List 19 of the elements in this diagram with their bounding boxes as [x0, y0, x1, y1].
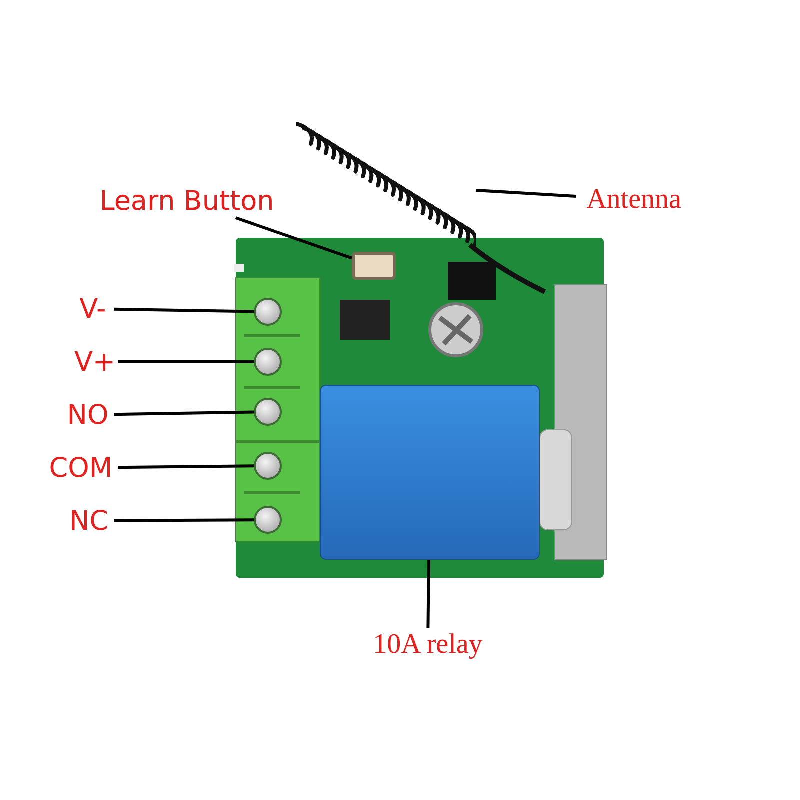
part-label: NC	[64, 505, 114, 537]
leader-line	[118, 464, 254, 470]
leader-line	[426, 560, 430, 628]
push-button	[352, 252, 396, 280]
relay	[320, 385, 540, 560]
coil-antenna-drawing	[296, 120, 476, 250]
leader-line	[114, 308, 254, 314]
part-label: V-	[72, 293, 114, 325]
leader-line	[114, 410, 254, 416]
part-label: 10A relay	[362, 628, 494, 662]
leader-line	[114, 518, 254, 522]
leader-line	[118, 360, 254, 364]
part-label: V+	[72, 346, 118, 378]
part-label: NO	[62, 399, 114, 431]
part-label: COM	[44, 452, 118, 484]
part-label: Learn Button	[97, 184, 277, 218]
leader-line	[476, 188, 576, 198]
leader-line	[235, 216, 352, 260]
part-label: Antenna	[576, 184, 692, 216]
